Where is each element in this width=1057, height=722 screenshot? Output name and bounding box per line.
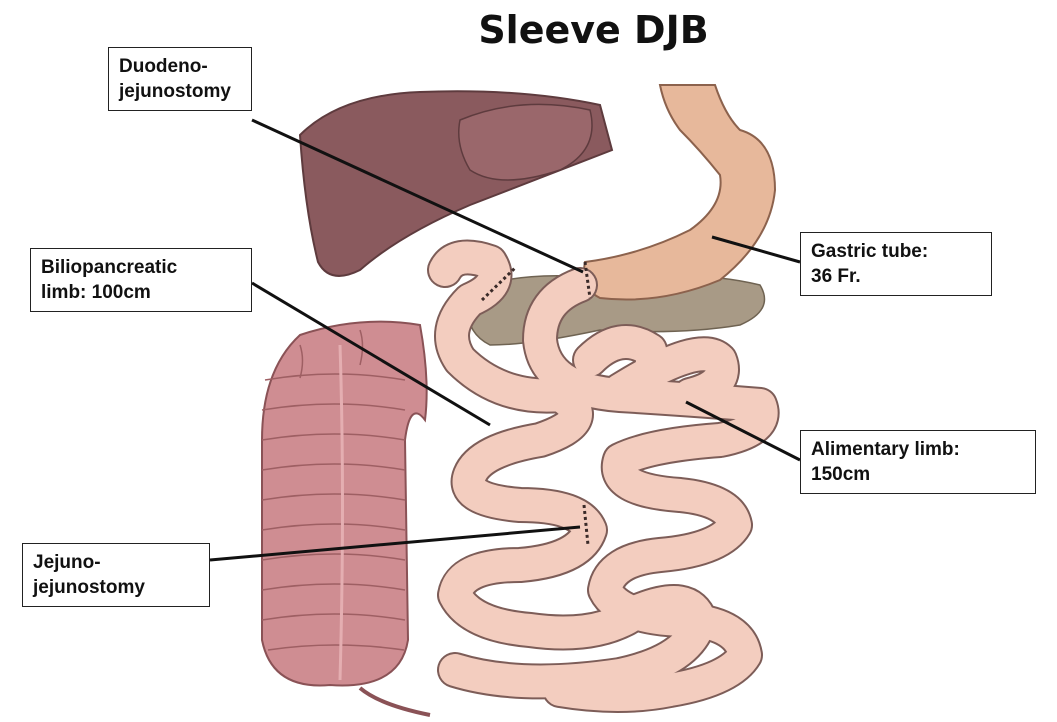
label-line: Alimentary limb: bbox=[811, 437, 1025, 462]
label-line: jejunostomy bbox=[33, 575, 199, 600]
label-line: Duodeno- bbox=[119, 54, 241, 79]
label-jejunojejunostomy: Jejuno- jejunostomy bbox=[22, 543, 210, 607]
label-line: Gastric tube: bbox=[811, 239, 981, 264]
appendix bbox=[360, 688, 430, 715]
label-line: 36 Fr. bbox=[811, 264, 981, 289]
label-duodenojejunostomy: Duodeno- jejunostomy bbox=[108, 47, 252, 111]
label-line: limb: 100cm bbox=[41, 280, 241, 305]
label-alimentary-limb: Alimentary limb: 150cm bbox=[800, 430, 1036, 494]
label-line: 150cm bbox=[811, 462, 1025, 487]
label-line: Jejuno- bbox=[33, 550, 199, 575]
label-line: Biliopancreatic bbox=[41, 255, 241, 280]
label-biliopancreatic-limb: Biliopancreatic limb: 100cm bbox=[30, 248, 252, 312]
gastric-tube bbox=[584, 85, 775, 300]
label-line: jejunostomy bbox=[119, 79, 241, 104]
label-gastric-tube: Gastric tube: 36 Fr. bbox=[800, 232, 992, 296]
